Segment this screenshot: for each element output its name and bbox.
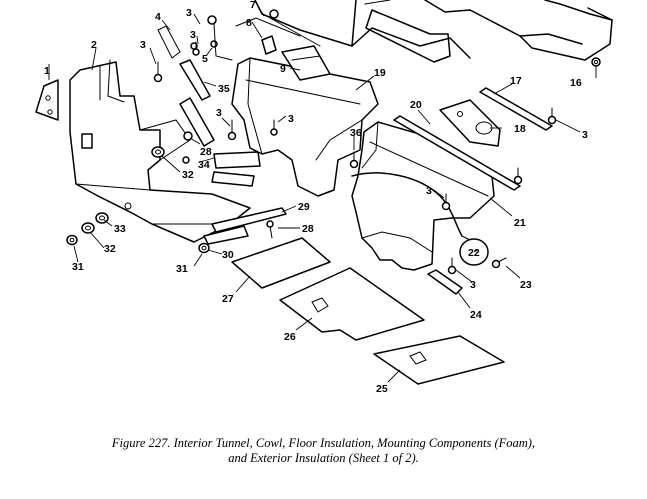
callout-20: 20 xyxy=(410,99,422,111)
part-20-tunnel-right xyxy=(351,121,495,271)
callout-5: 5 xyxy=(202,53,208,65)
part-25-insulation-pad xyxy=(373,335,505,385)
callout-3-lower: 3 xyxy=(470,279,476,291)
callout-33: 33 xyxy=(114,223,126,235)
callout-35: 35 xyxy=(218,83,230,95)
figure-caption: Figure 227. Interior Tunnel, Cowl, Floor… xyxy=(0,436,647,466)
part-7-8-hardware xyxy=(207,9,321,61)
part-17-rod xyxy=(479,87,553,131)
part-18-bracket xyxy=(439,99,501,147)
callout-32a: 32 xyxy=(182,169,194,181)
callout-32b: 32 xyxy=(104,243,116,255)
callout-3e: 3 xyxy=(288,113,294,125)
part-29-strip xyxy=(203,207,287,245)
callout-3f: 3 xyxy=(582,129,588,141)
callout-labels: 1 2 3 4 3 3 5 7 8 9 19 35 3 3 28 34 32 3… xyxy=(44,0,588,395)
callout-1: 1 xyxy=(44,65,50,77)
callout-17: 17 xyxy=(510,75,522,87)
callout-3d: 3 xyxy=(216,107,222,119)
callout-28b: 28 xyxy=(302,223,314,235)
part-19-tunnel xyxy=(231,57,379,197)
callout-29: 29 xyxy=(298,201,310,213)
caption-line-1: Figure 227. Interior Tunnel, Cowl, Floor… xyxy=(111,436,536,450)
part-22-clamp xyxy=(459,235,489,266)
callout-18: 18 xyxy=(514,123,526,135)
callout-3c: 3 xyxy=(190,29,196,41)
callout-26: 26 xyxy=(284,331,296,343)
callout-9: 9 xyxy=(280,63,286,75)
part-21-strip xyxy=(393,115,521,191)
callout-2: 2 xyxy=(91,39,97,51)
callout-3g: 3 xyxy=(426,185,432,197)
callout-3b: 3 xyxy=(186,7,192,19)
part-34-35-strips xyxy=(179,59,261,187)
part-26-insulation-pad xyxy=(279,267,425,341)
part-27-insulation-pad xyxy=(231,237,331,289)
part-24-bracket xyxy=(427,269,463,295)
part-9-plate xyxy=(281,45,331,81)
callout-7: 7 xyxy=(250,0,256,11)
callout-36: 36 xyxy=(350,127,362,139)
fasteners xyxy=(66,41,601,275)
part-21-cable xyxy=(351,172,463,237)
callout-31b: 31 xyxy=(176,263,188,275)
callout-28a: 28 xyxy=(200,146,212,158)
callout-16: 16 xyxy=(570,77,582,89)
callout-24: 24 xyxy=(470,309,482,321)
callout-19: 19 xyxy=(374,67,386,79)
caption-line-2: and Exterior Insulation (Sheet 1 of 2). xyxy=(228,451,419,465)
callout-23: 23 xyxy=(520,279,532,291)
callout-25: 25 xyxy=(376,383,388,395)
callout-31a: 31 xyxy=(72,261,84,273)
callout-8: 8 xyxy=(246,17,252,29)
callout-27: 27 xyxy=(222,293,234,305)
callout-3a: 3 xyxy=(140,39,146,51)
upper-cowl-structure xyxy=(254,0,613,63)
callout-21: 21 xyxy=(514,217,526,229)
leader-lines xyxy=(48,5,597,383)
part-1-bracket xyxy=(35,79,59,121)
callout-34: 34 xyxy=(198,159,210,171)
callout-30: 30 xyxy=(222,249,234,261)
callout-22: 22 xyxy=(468,247,480,259)
callout-4: 4 xyxy=(155,11,161,23)
